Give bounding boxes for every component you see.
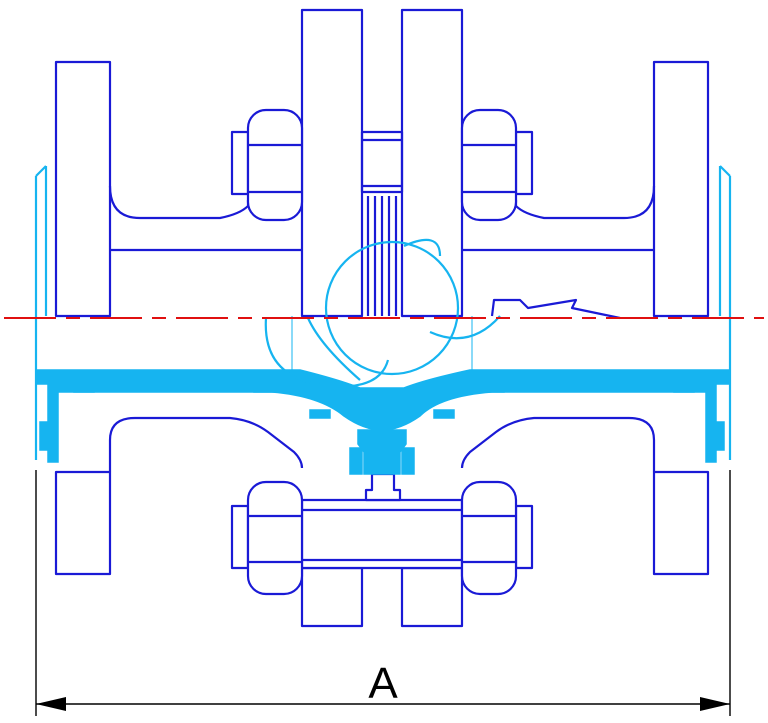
drain-fitting [364,472,402,502]
upper-right-hex-nut [460,108,534,222]
dimension-a: A [35,470,731,716]
left-flange [54,60,112,576]
lower-right-hex-nut [460,480,534,596]
stem-flange-lower [300,498,464,628]
ball [264,238,501,388]
stem-flange-upper [300,8,464,318]
lower-body-right-arm [460,416,656,472]
flow-arrow-icon [490,298,621,320]
upper-body-left-arm [108,185,302,252]
right-flange [652,60,710,576]
lower-body-left-arm [108,416,304,472]
upper-body-right-arm [462,185,656,252]
lower-left-hex-nut [230,480,304,596]
upper-left-hex-nut [230,108,304,222]
dimension-label: A [368,659,398,708]
